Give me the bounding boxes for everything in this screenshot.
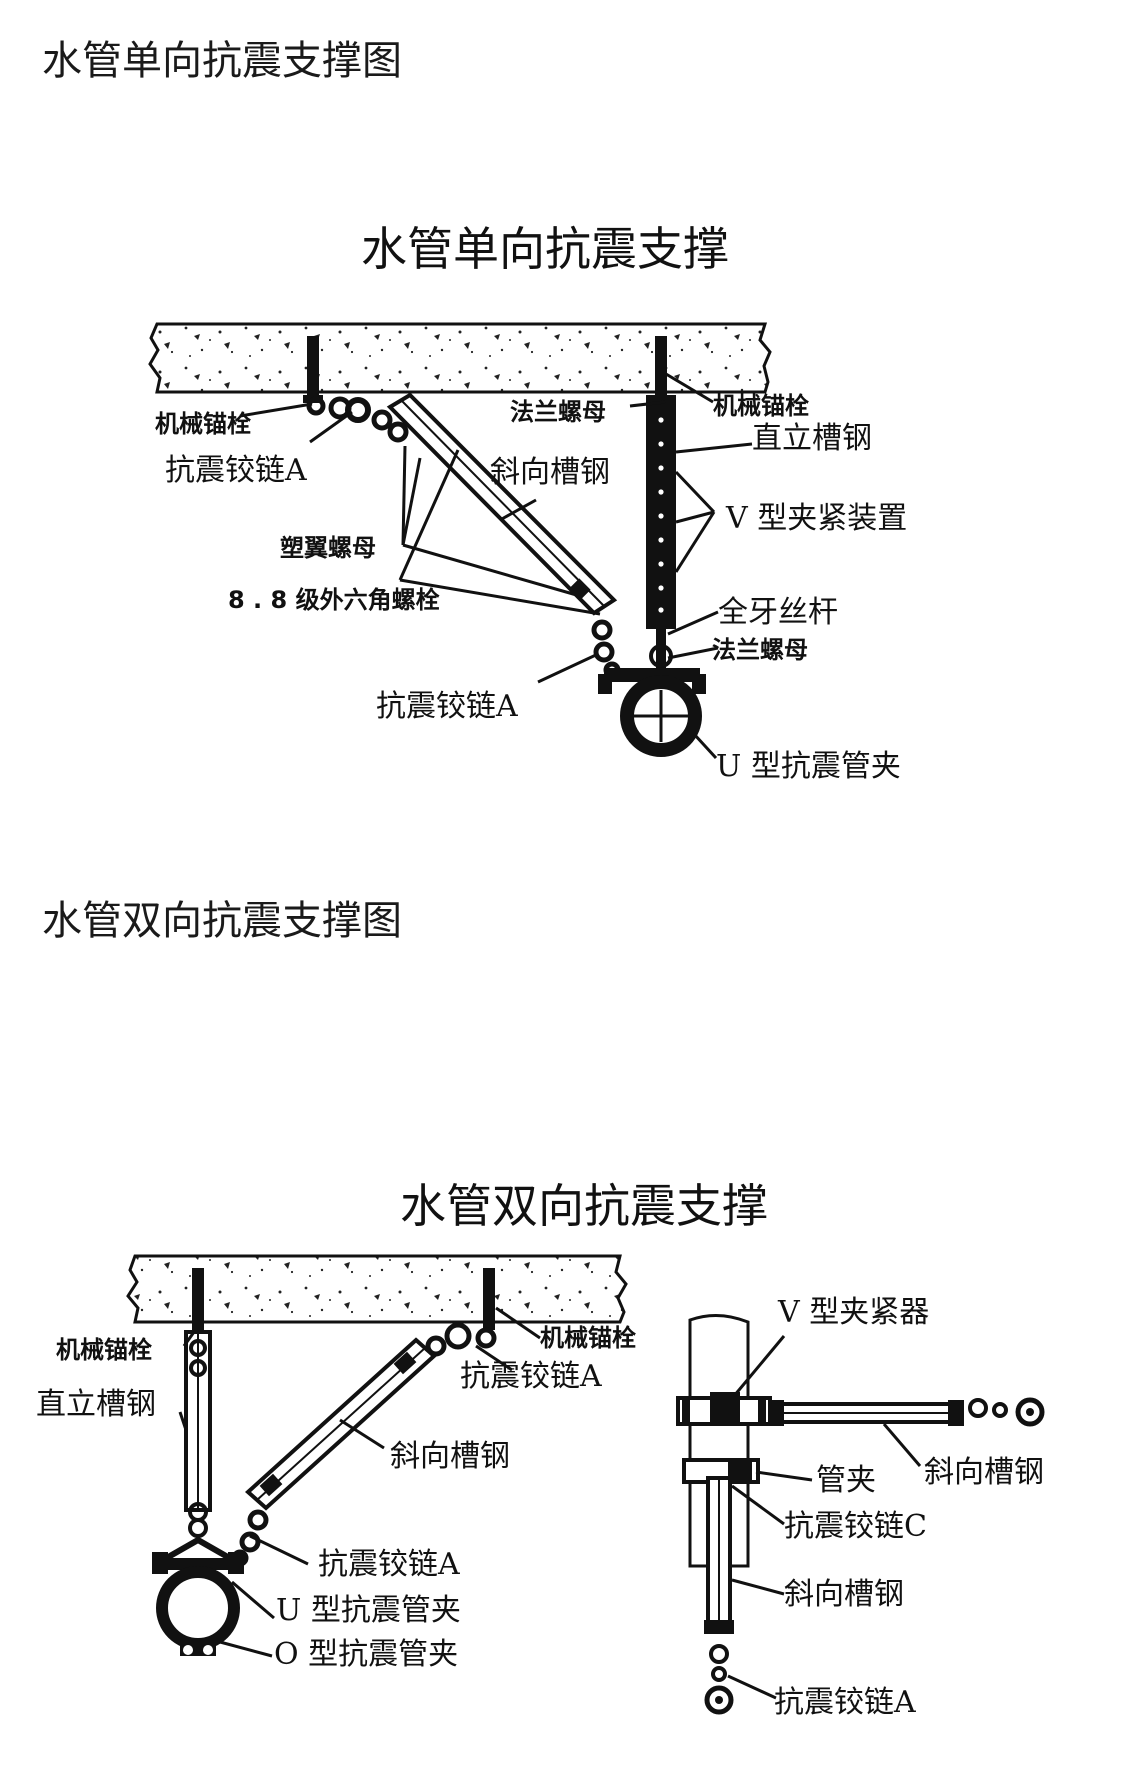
side-diagonal-channel-2: [704, 1476, 734, 1715]
label-diagonal-channel-2: 斜向槽钢: [390, 1439, 510, 1474]
concrete-slab-2: [126, 1254, 628, 1324]
label-wing-nut: 塑翼螺母: [280, 534, 376, 562]
label-anchor-right-2: 机械锚栓: [540, 1324, 636, 1352]
section2-diagram-title: 水管双向抗震支撑: [400, 1179, 768, 1233]
label-vertical-channel-2: 直立槽钢: [36, 1387, 156, 1422]
label-vertical-channel: 直立槽钢: [752, 421, 872, 456]
label-u-clamp-2: U 型抗震管夹: [276, 1593, 461, 1628]
section1-diagram-title: 水管单向抗震支撑: [361, 222, 729, 276]
leader-lines-2: [178, 1306, 541, 1658]
section2-heading: 水管双向抗震支撑图: [42, 898, 402, 944]
diagonal-channel: [386, 392, 618, 616]
label-v-clamp: V 型夹紧装置: [725, 501, 907, 536]
label-side-diagonal-channel-2: 斜向槽钢: [784, 1577, 904, 1612]
label-hex-bolt: 8 . 8 级外六角螺栓: [228, 586, 440, 614]
label-anchor-left-2: 机械锚栓: [56, 1336, 152, 1364]
label-diagonal-channel: 斜向槽钢: [490, 455, 610, 490]
diagonal-channel-2: [245, 1337, 437, 1511]
section1-diagram: 水管单向抗震支撑: [148, 222, 907, 784]
label-hinge-top: 抗震铰链A: [165, 453, 307, 488]
vertical-channel: [646, 395, 676, 629]
u-pipe-clamp: [598, 644, 706, 757]
side-diagonal-channel-1: [768, 1397, 1045, 1427]
label-hinge-top-2: 抗震铰链A: [460, 1359, 602, 1394]
label-o-clamp-2: O 型抗震管夹: [274, 1637, 458, 1672]
label-side-v-clamp: V 型夹紧器: [777, 1295, 929, 1330]
label-side-hinge-a: 抗震铰链A: [774, 1685, 916, 1720]
label-side-hinge-c: 抗震铰链C: [784, 1509, 927, 1544]
label-side-diagonal-channel-1: 斜向槽钢: [924, 1455, 1044, 1490]
label-hinge-bottom: 抗震铰链A: [376, 689, 518, 724]
u-o-pipe-clamp: [152, 1536, 244, 1656]
leader-lines-side: [727, 1335, 922, 1700]
leader-lines-1: [239, 372, 753, 760]
mechanical-anchor-right: [655, 336, 667, 396]
label-anchor-right: 机械锚栓: [713, 392, 809, 420]
vertical-channel-2: [184, 1330, 212, 1538]
label-flange-nut-top: 法兰螺母: [510, 398, 606, 426]
label-u-clamp: U 型抗震管夹: [716, 749, 901, 784]
label-threaded-rod: 全牙丝杆: [718, 595, 838, 630]
vertical-pipe: [688, 1314, 750, 1568]
seismic-hinge-top-2: [425, 1322, 497, 1357]
label-anchor-left: 机械锚栓: [155, 410, 251, 438]
label-flange-nut-bottom: 法兰螺母: [712, 636, 808, 664]
section2-side-view: V 型夹紧器 斜向槽钢 管夹 抗震铰链C 斜向槽钢 抗震铰链A: [676, 1295, 1045, 1720]
section2-diagram: 水管双向抗震支撑: [36, 1179, 768, 1672]
mechanical-anchor-left-2: [192, 1268, 204, 1332]
concrete-slab: [148, 322, 772, 394]
seismic-hinge-bottom: [591, 619, 621, 679]
mechanical-anchor-right-2: [483, 1268, 495, 1330]
label-side-pipe-clamp: 管夹: [816, 1463, 876, 1498]
label-hinge-bottom-2: 抗震铰链A: [318, 1547, 460, 1582]
v-clamp-band: [676, 1392, 772, 1426]
section1-heading: 水管单向抗震支撑图: [42, 38, 402, 84]
